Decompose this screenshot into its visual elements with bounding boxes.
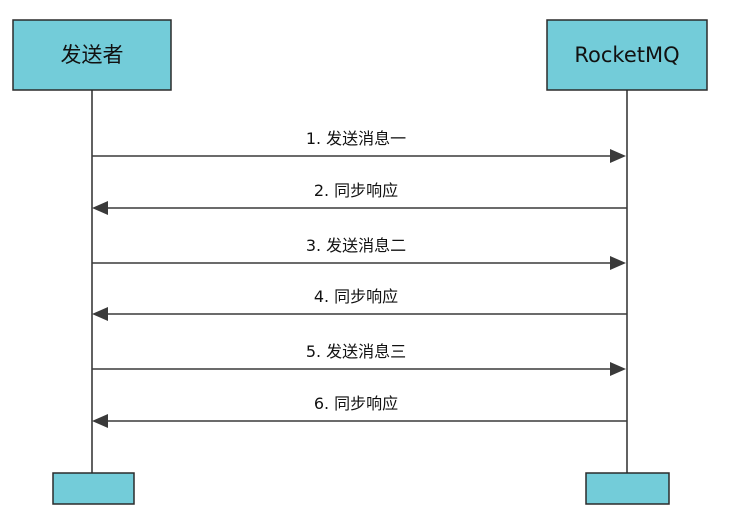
message-4-arrowhead [92,307,108,321]
message-6: 6. 同步响应 [92,394,627,428]
message-4-label: 4. 同步响应 [314,287,398,306]
participant-sender: 发送者 [12,19,172,91]
participant-rocketmq-box [546,19,708,91]
message-5-label: 5. 发送消息三 [306,342,406,361]
message-5: 5. 发送消息三 [92,342,626,376]
message-6-label: 6. 同步响应 [314,394,398,413]
message-5-arrowhead [610,362,626,376]
message-1-arrowhead [610,149,626,163]
message-3-arrowhead [610,256,626,270]
message-1: 1. 发送消息一 [92,129,626,163]
message-2-arrowhead [92,201,108,215]
participant-sender-box [12,19,172,91]
participant-rocketmq-footer-box [585,472,670,505]
message-4: 4. 同步响应 [92,287,627,321]
participant-sender-footer-box [52,472,135,505]
message-3-label: 3. 发送消息二 [306,236,406,255]
participant-rocketmq: RocketMQ [546,19,708,91]
participant-sender-label: 发送者 [61,43,124,67]
message-6-arrowhead [92,414,108,428]
message-3: 3. 发送消息二 [92,236,626,270]
participant-rocketmq-label: RocketMQ [574,43,679,67]
message-1-label: 1. 发送消息一 [306,129,406,148]
message-2: 2. 同步响应 [92,181,627,215]
message-2-label: 2. 同步响应 [314,181,398,200]
